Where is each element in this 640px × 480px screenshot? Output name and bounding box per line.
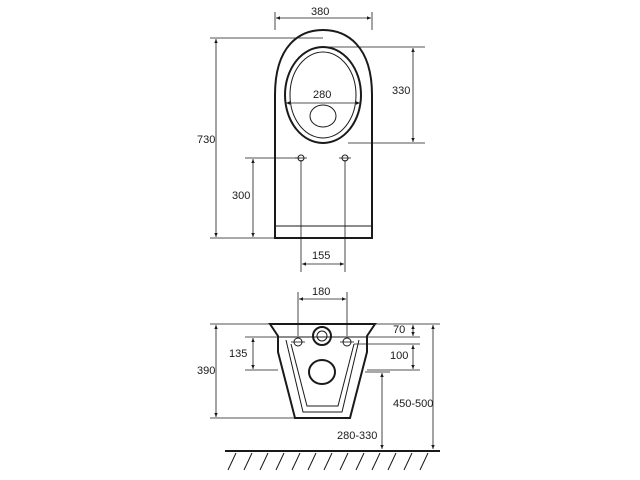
dim-hole-height-label: 135 (229, 348, 247, 360)
dim-front-height-label: 390 (197, 365, 215, 377)
outlet (308, 359, 336, 385)
flush-inlet (312, 326, 332, 346)
toilet-outline-top (274, 28, 373, 239)
dim-inner-width-label: 280 (313, 89, 331, 101)
dim-floor-distance-label: 280-330 (337, 430, 377, 442)
drain-hole (309, 104, 337, 128)
dim-width-label: 380 (311, 6, 329, 18)
dim-front-spacing-label: 180 (312, 286, 330, 298)
bowl-inner (289, 51, 357, 139)
front-view: 180 390 135 70 100 280-330 450-500 (197, 286, 440, 471)
dim-mount-height-label: 300 (232, 190, 250, 202)
dim-hole-offset-label: 100 (390, 350, 408, 362)
inner-cavity (285, 339, 360, 413)
top-view: 380 280 730 330 300 155 (197, 6, 425, 272)
side-hole-right (340, 337, 354, 347)
side-hole-left (291, 337, 305, 347)
dim-mount-spacing-label: 155 (312, 250, 330, 262)
floor-hatch (225, 450, 440, 471)
dim-length-label: 730 (197, 134, 215, 146)
dim-top-offset-label: 70 (393, 324, 405, 336)
dim-rim-height-label: 450-500 (393, 398, 433, 410)
dim-seat-depth-label: 330 (392, 85, 410, 97)
toilet-outline-front (268, 323, 377, 419)
